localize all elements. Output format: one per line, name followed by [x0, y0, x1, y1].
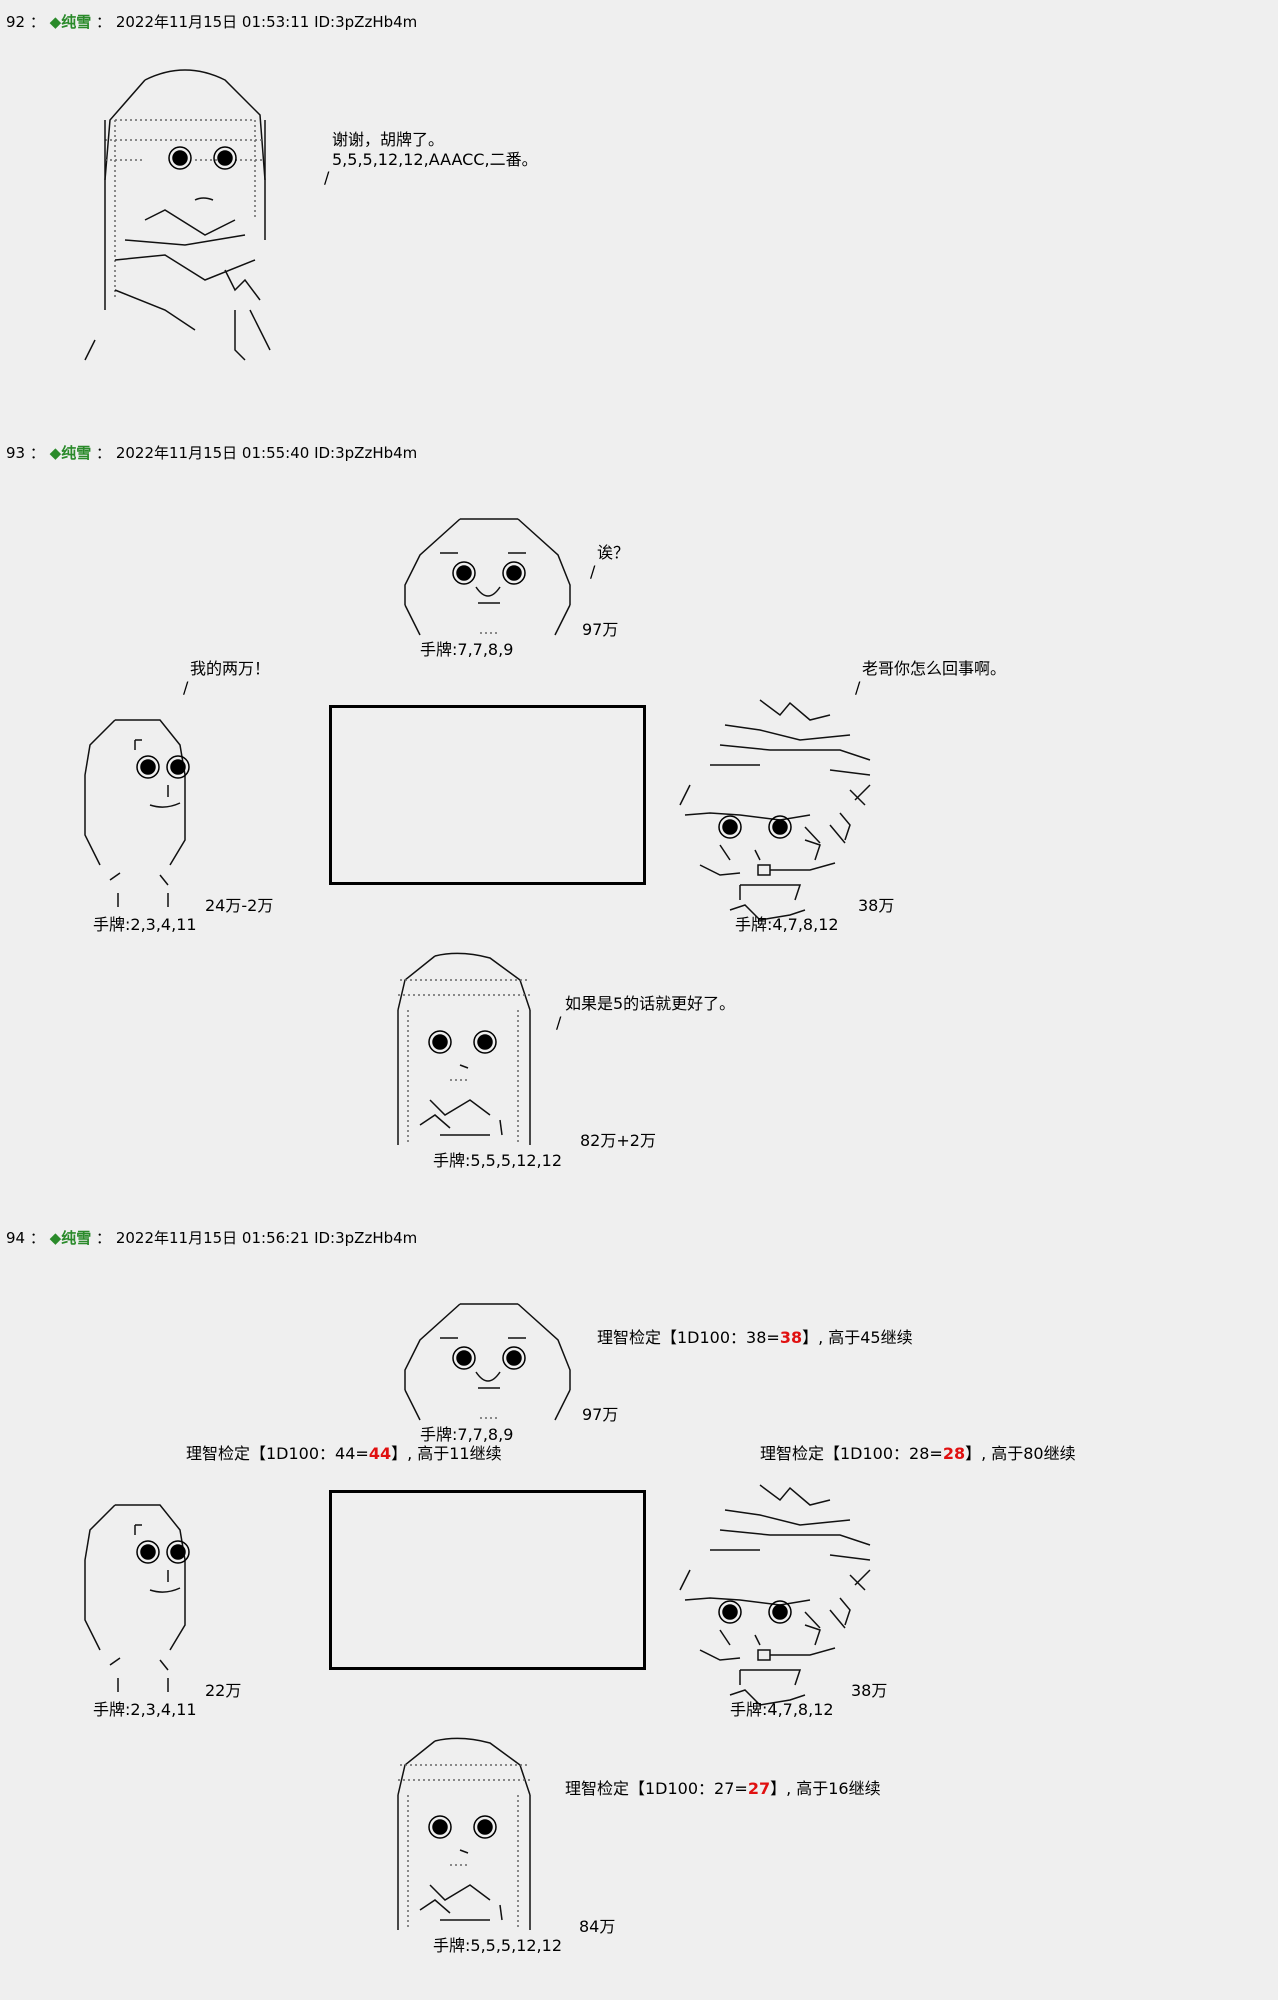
ascii-art-right-player [679, 1480, 880, 1724]
post-header-94: 94 ： ◆纯雪 ： 2022年11月15日 01:56:21 ID:3pZzH… [6, 1228, 417, 1248]
ascii-art-top-player [400, 1300, 580, 1434]
check-suffix: 】, 高于16继续 [770, 1779, 881, 1798]
mahjong-table [329, 1490, 646, 1670]
ascii-art-left-player [80, 1500, 200, 1704]
check-prefix: 理智检定【1D100：28= [760, 1444, 943, 1463]
right-hand: 手牌:4,7,8,12 [735, 915, 839, 934]
left-sanity-check: 理智检定【1D100：44=44】, 高于11继续 [186, 1444, 502, 1464]
right-speech: 老哥你怎么回事啊。 [862, 659, 1007, 678]
right-hand: 手牌:4,7,8,12 [730, 1700, 834, 1719]
ascii-art-bottom-player [390, 1735, 550, 1939]
dialogue-line-1: 谢谢，胡牌了。 [332, 130, 445, 149]
separator: ： [96, 444, 112, 462]
post-datetime: 2022年11月15日 01:56:21 [115, 1229, 310, 1247]
trip-diamond: ◆ [49, 1229, 62, 1247]
separator: ： [96, 13, 112, 31]
speech-tail: / [324, 168, 330, 187]
post-datetime: 2022年11月15日 01:53:11 [115, 13, 310, 31]
post-number: 94 [6, 1229, 26, 1247]
post-id[interactable]: ID:3pZzHb4m [314, 1229, 418, 1247]
mahjong-table [329, 705, 646, 885]
check-prefix: 理智检定【1D100：38= [597, 1328, 780, 1347]
ascii-art-right-player [679, 695, 880, 939]
check-suffix: 】, 高于45继续 [802, 1328, 913, 1347]
post-number: 92 [6, 13, 26, 31]
trip-diamond: ◆ [49, 444, 62, 462]
post-header-93: 93 ： ◆纯雪 ： 2022年11月15日 01:55:40 ID:3pZzH… [6, 443, 417, 463]
top-hand: 手牌:7,7,8,9 [420, 640, 514, 659]
check-result: 44 [368, 1444, 392, 1463]
right-score: 38万 [851, 1681, 888, 1700]
bottom-score: 84万 [579, 1917, 616, 1936]
top-score: 97万 [582, 1405, 619, 1424]
bottom-score: 82万+2万 [580, 1131, 656, 1150]
post-id[interactable]: ID:3pZzHb4m [314, 444, 418, 462]
bottom-sanity-check: 理智检定【1D100：27=27】, 高于16继续 [565, 1779, 881, 1799]
speech-tail: / [590, 562, 596, 581]
check-result: 28 [942, 1444, 966, 1463]
check-suffix: 】, 高于11继续 [391, 1444, 502, 1463]
check-prefix: 理智检定【1D100：27= [565, 1779, 748, 1798]
top-sanity-check: 理智检定【1D100：38=38】, 高于45继续 [597, 1328, 913, 1348]
speech-tail: / [556, 1013, 562, 1032]
separator: ： [29, 13, 45, 31]
separator: ： [29, 444, 45, 462]
ascii-art-bottom-player [390, 950, 550, 1154]
trip-diamond: ◆ [49, 13, 62, 31]
post-header-92: 92 ： ◆纯雪 ： 2022年11月15日 01:53:11 ID:3pZzH… [6, 12, 417, 32]
ascii-art-top-player [400, 515, 580, 649]
separator: ： [29, 1229, 45, 1247]
left-score: 22万 [205, 1681, 242, 1700]
separator: ： [96, 1229, 112, 1247]
poster-name[interactable]: 纯雪 [61, 444, 92, 462]
top-hand: 手牌:7,7,8,9 [420, 1425, 514, 1444]
poster-name[interactable]: 纯雪 [61, 13, 92, 31]
post-id[interactable]: ID:3pZzHb4m [314, 13, 418, 31]
left-hand: 手牌:2,3,4,11 [93, 915, 197, 934]
bottom-hand: 手牌:5,5,5,12,12 [433, 1936, 562, 1955]
bottom-hand: 手牌:5,5,5,12,12 [433, 1151, 562, 1170]
post-number: 93 [6, 444, 26, 462]
speech-tail: / [183, 678, 189, 697]
right-score: 38万 [858, 896, 895, 915]
check-prefix: 理智检定【1D100：44= [186, 1444, 369, 1463]
right-sanity-check: 理智检定【1D100：28=28】, 高于80继续 [760, 1444, 1076, 1464]
check-result: 27 [747, 1779, 771, 1798]
ascii-art-girl-long-hair [84, 60, 295, 374]
top-score: 97万 [582, 620, 619, 639]
check-suffix: 】, 高于80继续 [965, 1444, 1076, 1463]
dialogue-line-2: 5,5,5,12,12,AAACC,二番。 [332, 150, 538, 169]
speech-tail: / [855, 678, 861, 697]
left-score: 24万-2万 [205, 896, 274, 915]
bottom-speech: 如果是5的话就更好了。 [565, 994, 736, 1013]
poster-name[interactable]: 纯雪 [61, 1229, 92, 1247]
left-hand: 手牌:2,3,4,11 [93, 1700, 197, 1719]
ascii-art-left-player [80, 715, 200, 919]
left-speech: 我的两万！ [190, 659, 271, 678]
check-result: 38 [779, 1328, 803, 1347]
top-speech: 诶？ [597, 543, 630, 562]
post-datetime: 2022年11月15日 01:55:40 [115, 444, 310, 462]
